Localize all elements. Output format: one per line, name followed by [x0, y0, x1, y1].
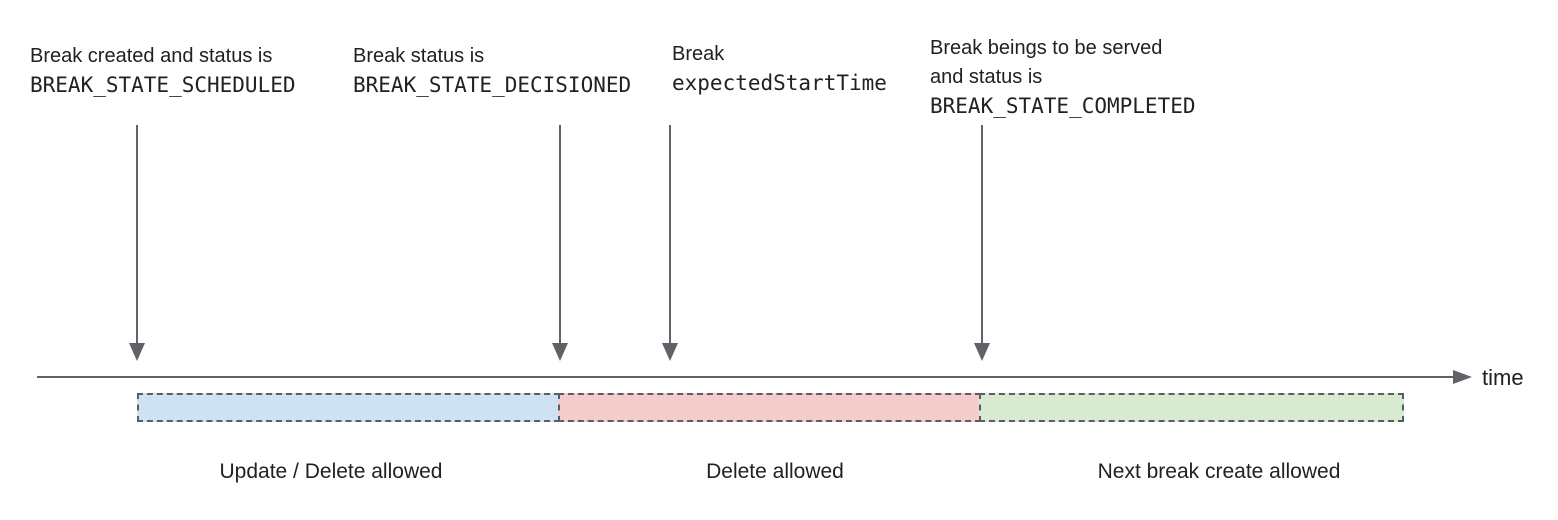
annotation-text: Break beings to be served and status is: [930, 37, 1163, 88]
arrow-shaft: [136, 125, 138, 344]
segment-next-break-create-allowed: [979, 393, 1404, 422]
segment-delete-allowed: [558, 393, 981, 422]
arrow-down-head-icon: [552, 343, 568, 361]
annotation-text: Break: [672, 43, 725, 65]
event-marker-arrow-icon: [662, 125, 678, 362]
annotation-text: Break created and status is: [30, 45, 273, 67]
annotation-code: BREAK_STATE_DECISIONED: [353, 73, 632, 97]
arrow-shaft: [559, 125, 561, 344]
segment-label: Next break create allowed: [1097, 460, 1341, 483]
time-axis-arrowhead-icon: [1453, 370, 1472, 384]
annotation-code: BREAK_STATE_SCHEDULED: [30, 73, 296, 97]
time-axis-line: [37, 376, 1454, 378]
annotation-break-scheduled: Break created and status is BREAK_STATE_…: [30, 42, 296, 100]
annotation-break-decisioned: Break status is BREAK_STATE_DECISIONED: [353, 42, 631, 100]
annotation-text: Break status is: [353, 45, 485, 67]
arrow-down-head-icon: [974, 343, 990, 361]
arrow-down-head-icon: [662, 343, 678, 361]
arrow-down-head-icon: [129, 343, 145, 361]
segment-update-delete-allowed: [137, 393, 560, 422]
annotation-code: expectedStartTime: [672, 71, 887, 95]
annotation-break-completed: Break beings to be served and status is …: [930, 34, 1196, 121]
break-period-bar: [137, 393, 1404, 422]
arrow-shaft: [669, 125, 671, 344]
segment-label: Update / Delete allowed: [219, 460, 443, 483]
arrow-shaft: [981, 125, 983, 344]
time-axis-label: time: [1482, 365, 1524, 390]
event-marker-arrow-icon: [974, 125, 990, 362]
annotation-expected-start-time: Break expectedStartTime: [672, 40, 887, 98]
event-marker-arrow-icon: [552, 125, 568, 362]
annotation-code: BREAK_STATE_COMPLETED: [930, 94, 1196, 118]
segment-label: Delete allowed: [706, 460, 844, 483]
event-marker-arrow-icon: [129, 125, 145, 362]
